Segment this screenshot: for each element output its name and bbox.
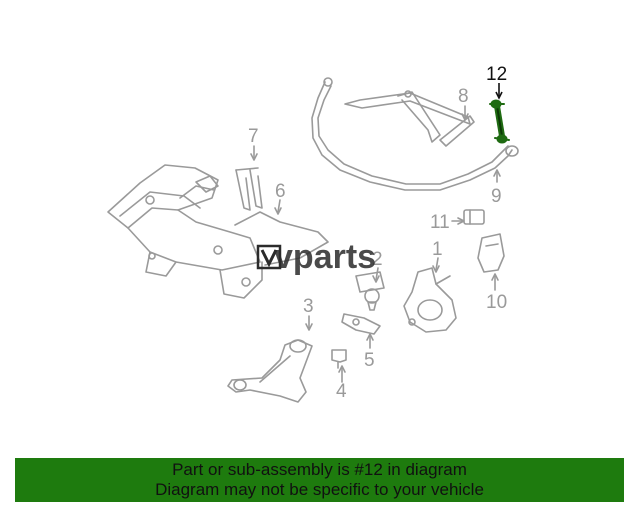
callout-label-7: 7	[248, 126, 259, 147]
callout-label-12: 12	[486, 64, 507, 85]
callout-label-5: 5	[364, 350, 375, 371]
banner-line-2: Diagram may not be specific to your vehi…	[155, 480, 484, 499]
stabilizer-bar	[311, 77, 519, 191]
crossmember-bracket	[235, 167, 263, 211]
banner-line-1: Part or sub-assembly is #12 in diagram	[172, 460, 467, 479]
callout-arrows	[250, 105, 501, 383]
callout-label-6: 6	[275, 181, 286, 202]
front-crossmember	[107, 164, 329, 299]
stabilizer-link-highlighted	[489, 99, 510, 144]
callout-label-4: 4	[336, 381, 347, 402]
callout-label-1: 1	[432, 239, 443, 260]
mounting-bolt	[331, 349, 347, 369]
lower-control-arm	[227, 339, 313, 403]
info-banner: Part or sub-assembly is #12 in diagram D…	[15, 458, 624, 502]
stabilizer-bar-bracket	[477, 233, 505, 273]
stabilizer-bracket	[344, 90, 475, 147]
vparts-watermark: vparts	[256, 238, 376, 276]
callout-arrow-12	[495, 83, 503, 100]
callout-label-10: 10	[486, 292, 507, 313]
ball-joint	[355, 271, 385, 311]
callout-label-2: 2	[372, 249, 383, 270]
callout-label-11: 11	[430, 212, 450, 233]
parts-diagram: 12 8 7 6 9 11 1 2 10 3 5 4 vparts	[107, 64, 519, 403]
steering-knuckle	[403, 267, 457, 333]
callout-label-8: 8	[458, 86, 469, 107]
callout-label-3: 3	[303, 296, 314, 317]
stabilizer-bushing	[463, 209, 485, 225]
watermark-text: vparts	[274, 238, 376, 276]
control-arm-bracket	[341, 313, 381, 335]
callout-label-9: 9	[491, 186, 502, 207]
v-badge-icon	[256, 244, 282, 270]
